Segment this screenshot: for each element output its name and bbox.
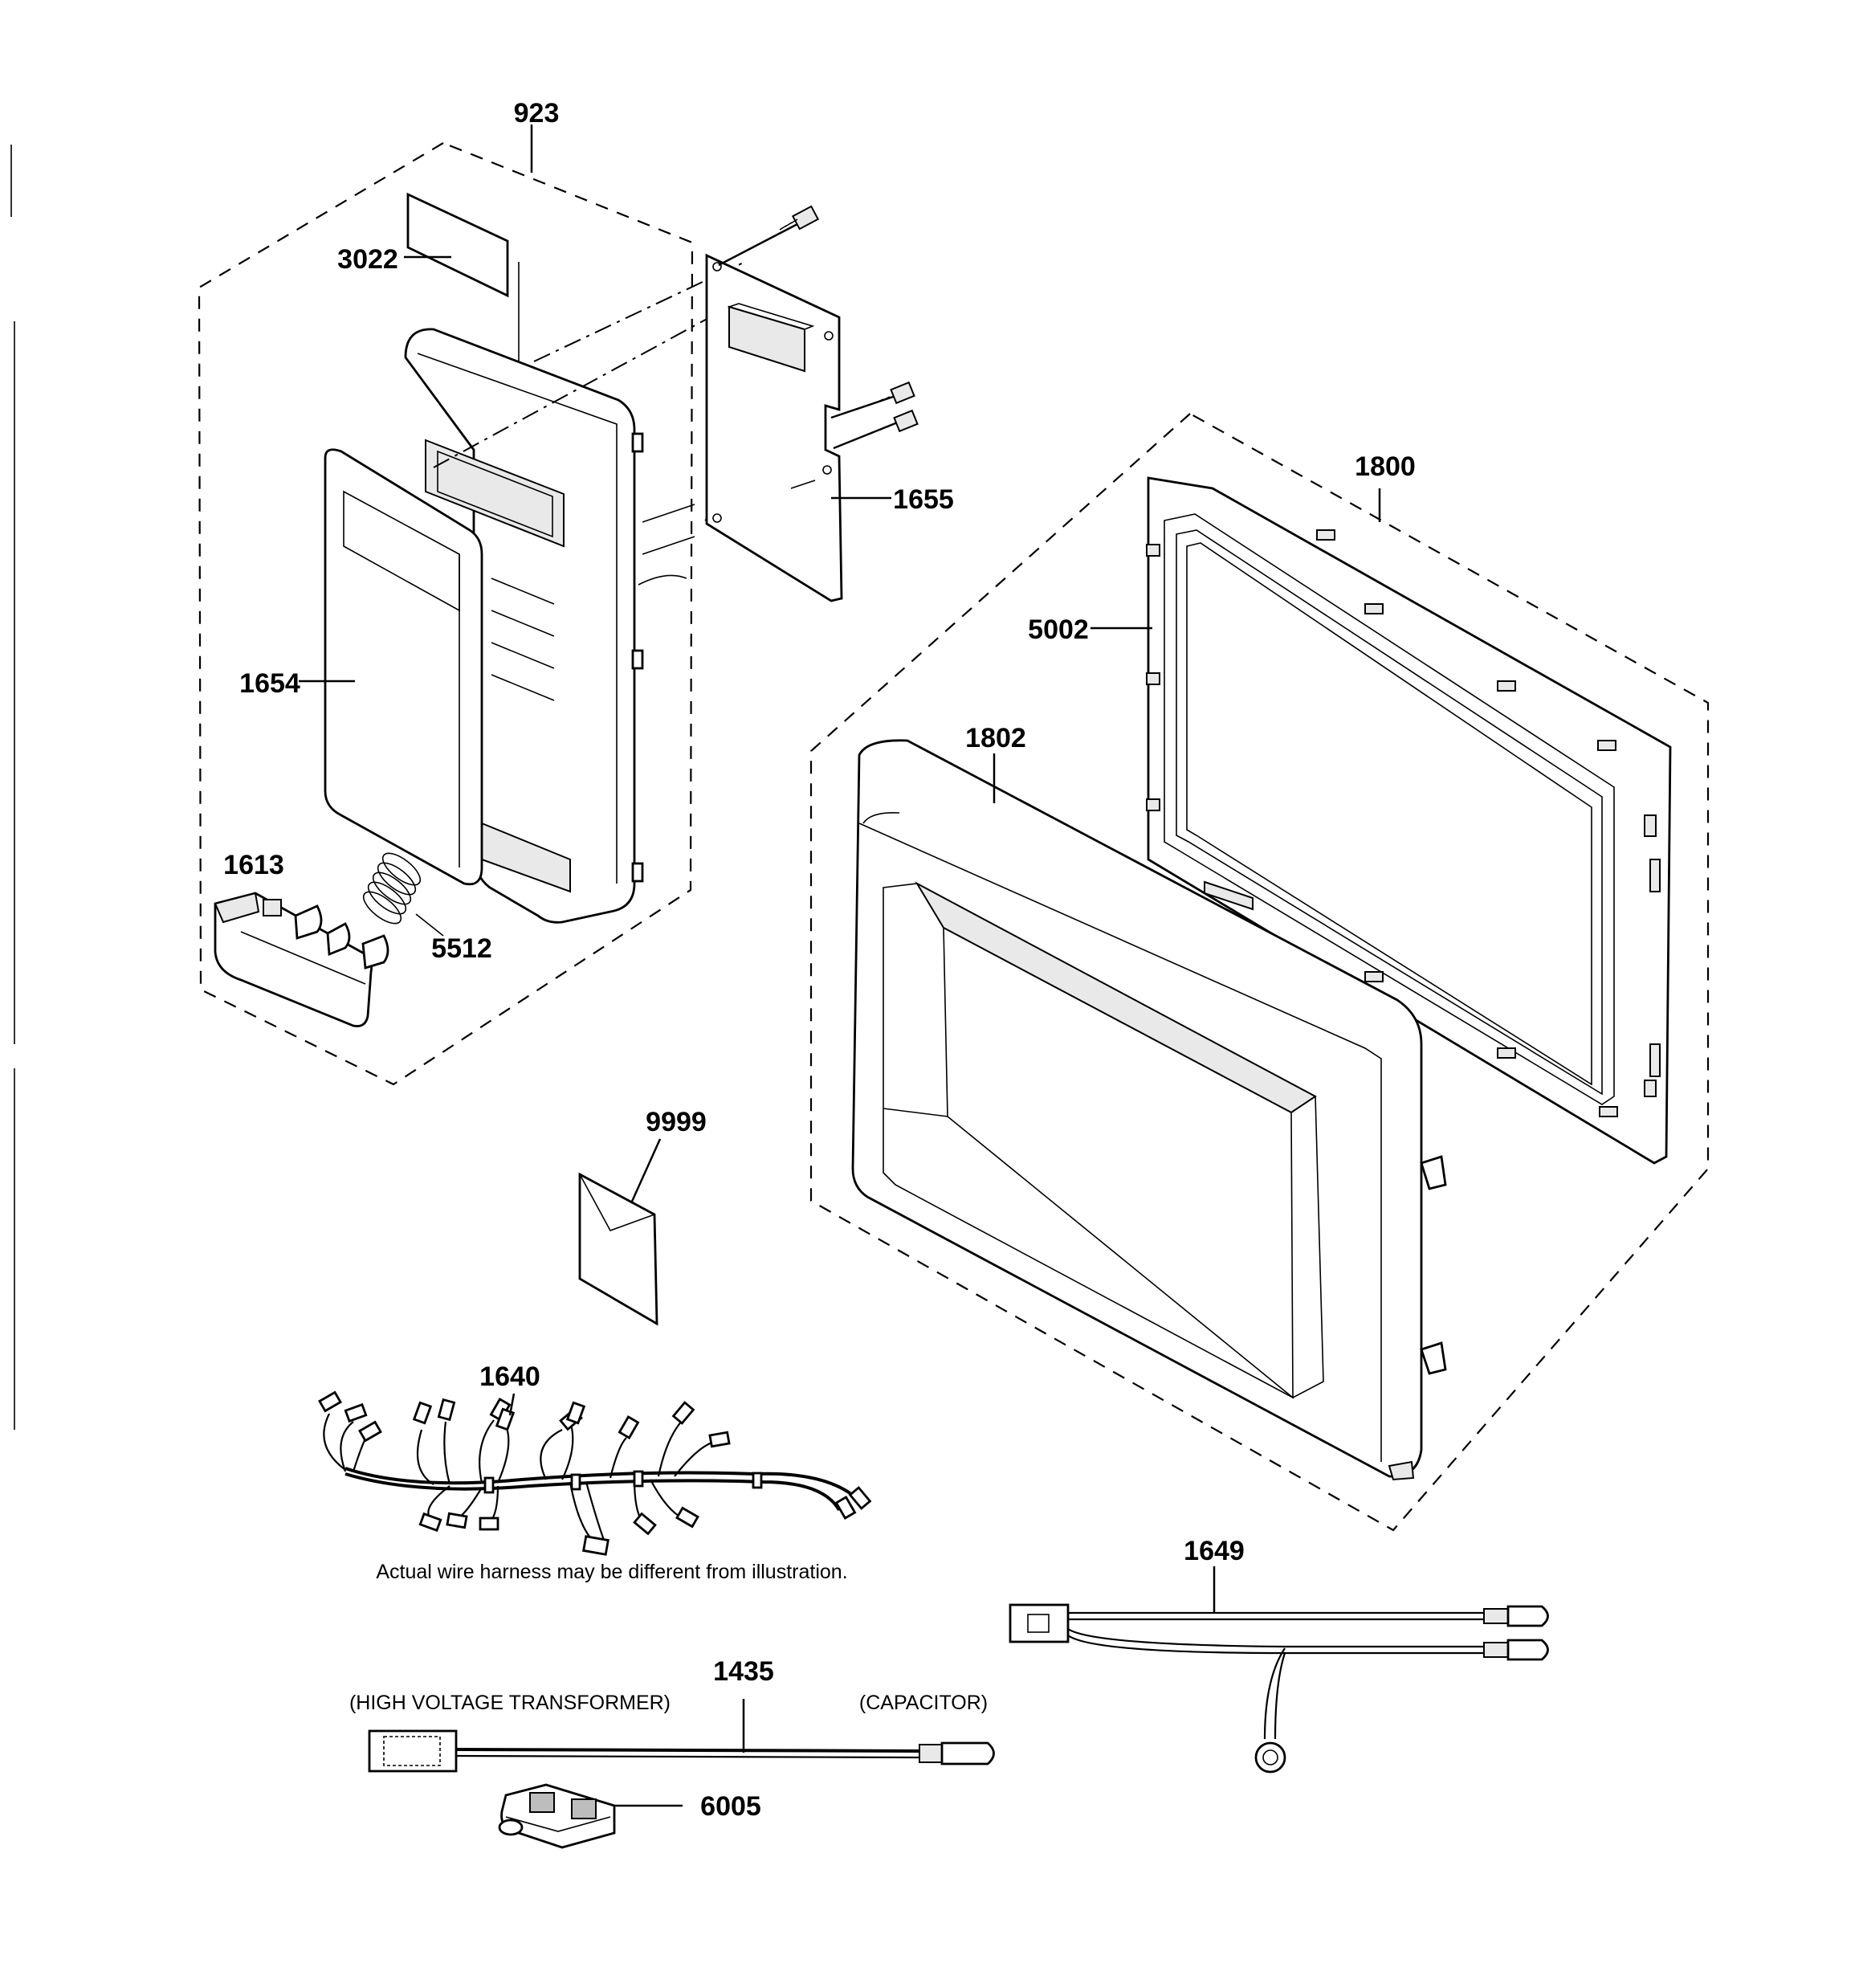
screw-mid-1 (830, 381, 915, 419)
label-high-voltage-transformer: (HIGH VOLTAGE TRANSFORMER) (349, 1692, 671, 1714)
harness-note: Actual wire harness may be different fro… (376, 1561, 847, 1583)
label-9999: 9999 (646, 1107, 707, 1137)
label-1654: 1654 (239, 668, 300, 699)
label-1655: 1655 (893, 484, 954, 515)
part-1655-control-board (705, 253, 890, 602)
part-1435-hv-wire (368, 1699, 995, 1773)
label-1649: 1649 (1184, 1536, 1245, 1566)
label-1802: 1802 (965, 723, 1026, 753)
label-5512: 5512 (431, 933, 492, 964)
label-923: 923 (514, 98, 560, 129)
part-5512-spring (362, 852, 444, 937)
part-1654-panel-cover (324, 448, 483, 886)
part-1802-door-outer-frame (851, 739, 1447, 1481)
control-panel-housing (404, 328, 695, 924)
label-1640: 1640 (479, 1361, 540, 1392)
part-6005-holder (498, 1783, 683, 1849)
label-capacitor: (CAPACITOR) (859, 1692, 988, 1714)
scan-margin-marks (10, 145, 15, 1430)
screw-mid-2 (833, 409, 919, 450)
part-1649-wire-harness (1009, 1566, 1549, 1774)
part-1613-door-button (214, 892, 389, 1027)
part-9999-literature (578, 1138, 662, 1326)
leader-lines (299, 255, 1152, 683)
part-5002-door-frame (1146, 476, 1672, 1165)
assembly-923-boundary (198, 125, 694, 1086)
screw-top (718, 205, 820, 267)
label-1613: 1613 (223, 850, 284, 880)
label-1800: 1800 (1355, 451, 1416, 482)
part-labels: 923 3022 1655 1654 1613 5512 1800 5002 1… (223, 98, 1416, 1822)
label-1435: 1435 (713, 1656, 774, 1687)
label-3022: 3022 (337, 244, 398, 275)
assembly-1800-boundary (809, 413, 1710, 1532)
label-6005: 6005 (700, 1791, 761, 1822)
label-5002: 5002 (1028, 614, 1089, 645)
part-1640-wire-harness (318, 1390, 872, 1556)
